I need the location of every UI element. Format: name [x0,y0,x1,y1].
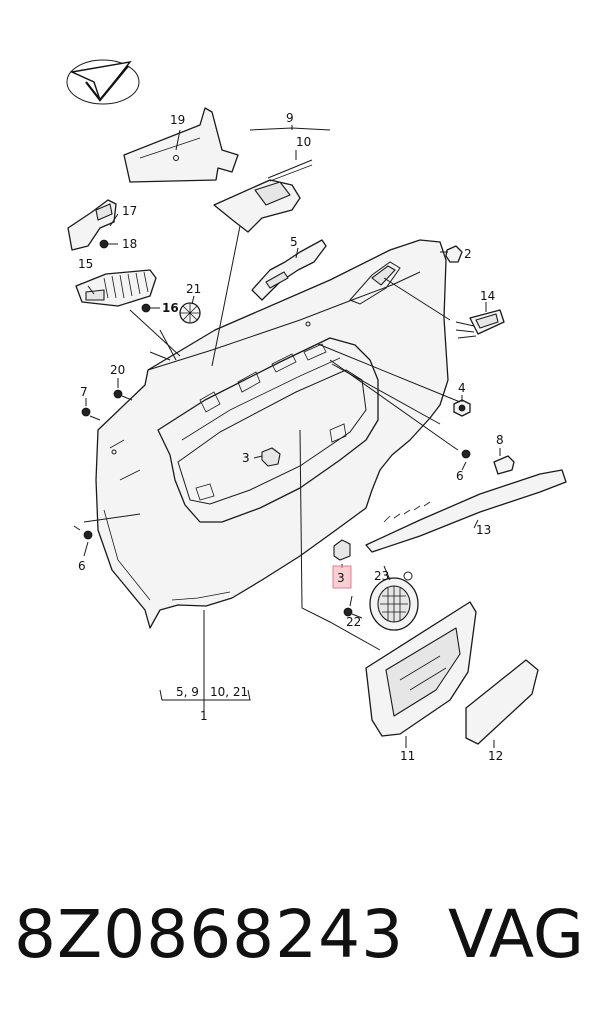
callout-1: 1 [200,709,208,723]
callout-19: 19 [170,113,185,127]
part-clip-3b [333,539,351,561]
callout-16: 16 [162,301,179,315]
callout-6-right: 6 [456,469,464,483]
part-clip-8 [493,455,515,475]
callout-22: 22 [346,615,361,629]
part-dashboard-panel-1 [95,239,449,629]
footer: 8Z0868243 VAG [0,880,600,990]
part-clip-21 [179,302,201,324]
part-handle-14 [455,309,505,339]
part-number: 8Z0868243 [14,896,405,973]
part-clip-2 [445,245,463,263]
part-strip-13 [365,469,567,553]
part-strip-5 [251,239,327,301]
callout-23: 23 [374,569,389,583]
callout-6-left: 6 [78,559,86,573]
part-screw-6a [451,445,471,459]
part-screw-7 [81,407,101,421]
callout-12: 12 [488,749,503,763]
callout-7: 7 [80,385,88,399]
part-clip-3a [261,447,281,467]
callout-10-21: 10, 21 [210,685,248,699]
callout-5-9: 5, 9 [176,685,199,699]
callout-14: 14 [480,289,495,303]
callout-21: 21 [186,282,201,296]
callout-13: 13 [476,523,491,537]
callout-10: 10 [296,135,311,149]
part-screw-6b [73,525,93,540]
part-nut-4 [453,399,471,417]
part-panel-12 [465,659,539,745]
part-bracket-17 [67,199,117,251]
callout-20: 20 [110,363,125,377]
brand-label: VAG [447,896,584,973]
callout-5: 5 [290,235,298,249]
callout-11: 11 [400,749,415,763]
part-vent-15 [75,269,157,307]
callout-17: 17 [122,204,137,218]
parts-diagram: 19 9 10 17 18 5 2 15 21 16 14 20 7 4 8 3… [66,59,567,763]
part-glovebox-lid-11 [365,601,477,737]
direction-arrow-icon [66,59,140,105]
part-screw-22 [343,607,363,619]
part-strip-9 [213,159,313,233]
callout-2: 2 [464,247,472,261]
part-screw-18 [99,239,118,249]
callout-4: 4 [458,381,466,395]
callout-9: 9 [286,111,294,125]
callout-18: 18 [122,237,137,251]
part-bracket-19 [123,107,239,183]
part-screw-16 [141,303,160,313]
callout-3-lower: 3 [337,571,345,585]
part-screw-20 [113,389,133,401]
callout-3-highlight [332,565,352,589]
callout-8: 8 [496,433,504,447]
callout-3-upper: 3 [242,451,250,465]
part-speaker-23 [369,571,419,631]
leader-lines [83,125,501,748]
callout-15: 15 [78,257,93,271]
